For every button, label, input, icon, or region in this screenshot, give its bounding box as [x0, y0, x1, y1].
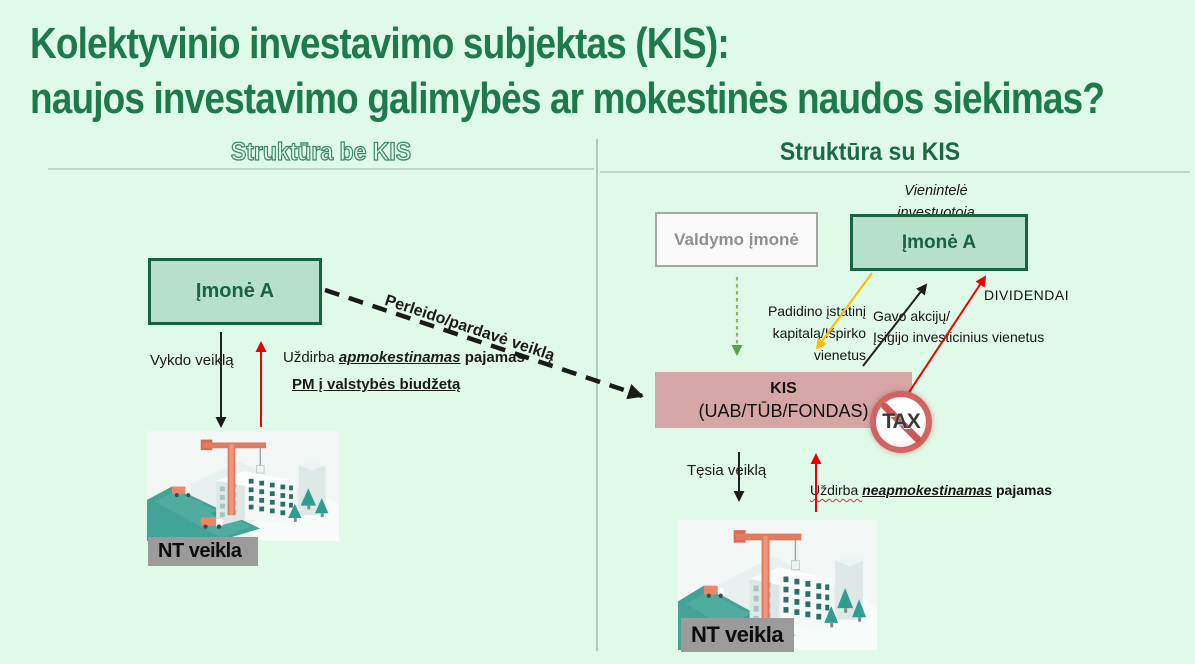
- income-suffix-left: pajamas: [460, 349, 525, 366]
- no-tax-icon: TAX: [870, 391, 932, 453]
- construction-illustration-left: [147, 431, 339, 541]
- income-label-left: Uždirba apmokestinamas pajamas: [283, 349, 525, 366]
- income-suffix-right: pajamas: [992, 482, 1053, 498]
- column-divider: [596, 139, 598, 651]
- company-a-label-left: Įmonė A: [195, 280, 275, 302]
- management-company-label: Valdymo įmonė: [674, 229, 799, 249]
- page-title: Kolektyvinio investavimo subjektas (KIS)…: [30, 16, 1105, 126]
- kis-box: KIS (UAB/TŪB/FONDAS): [655, 372, 912, 428]
- income-prefix-left: Uždirba: [283, 349, 339, 366]
- management-company-box: Valdymo įmonė: [655, 212, 818, 267]
- income-label-right: Uždirba neapmokestinamas pajamas: [810, 482, 1052, 498]
- capital-line3: vienetus: [813, 347, 866, 363]
- kis-box-subtitle: (UAB/TŪB/FONDAS): [698, 401, 869, 421]
- activity-label-left: Vykdo veiklą: [150, 352, 234, 369]
- capital-increase-label: Padidino įstatinį kapitalą/Išpirko viene…: [754, 300, 866, 366]
- nt-veikla-text-right: NT veikla: [691, 622, 784, 647]
- page-title-line2: naujos investavimo galimybės ar mokestin…: [30, 74, 1105, 123]
- nt-veikla-label-right: NT veikla: [681, 618, 794, 652]
- income-emphasis-right: neapmokestinamas: [862, 482, 993, 498]
- nt-veikla-label-left: NT veikla: [148, 537, 258, 566]
- capital-line2: kapitalą/Išpirko: [772, 325, 866, 341]
- tax-icon-label: TAX: [882, 410, 920, 433]
- page-title-line1: Kolektyvinio investavimo subjektas (KIS)…: [30, 19, 730, 68]
- dividends-label: DIVIDENDAI: [984, 287, 1070, 303]
- kis-box-title: KIS: [770, 380, 797, 397]
- tax-budget-label: PM į valstybės biudžetą: [292, 376, 461, 393]
- company-a-box-left: Įmonė A: [148, 258, 322, 325]
- income-emphasis-left: apmokestinamas: [338, 349, 461, 366]
- shares-received-label: Gavo akcijų/ Įsigijo investicinius viene…: [873, 306, 1044, 348]
- column-header-without-kis: Struktūra be KIS: [230, 137, 412, 166]
- right-header-underline: [600, 171, 1190, 173]
- capital-line1: Padidino įstatinį: [767, 303, 866, 319]
- nt-veikla-text-left: NT veikla: [158, 540, 242, 562]
- left-header-underline: [48, 168, 594, 170]
- company-a-box-right: Įmonė A: [850, 214, 1028, 271]
- shares-line2: Įsigijo investicinius vienetus: [873, 329, 1045, 345]
- shares-line1: Gavo akcijų/: [873, 308, 951, 324]
- column-header-with-kis: Struktūra su KIS: [779, 138, 961, 166]
- company-a-label-right: Įmonė A: [901, 231, 977, 253]
- investor-note-line1: Vienintelė: [904, 183, 968, 199]
- activity-label-right: Tęsia veiklą: [687, 462, 767, 479]
- income-prefix-right: Uždirba: [810, 482, 863, 498]
